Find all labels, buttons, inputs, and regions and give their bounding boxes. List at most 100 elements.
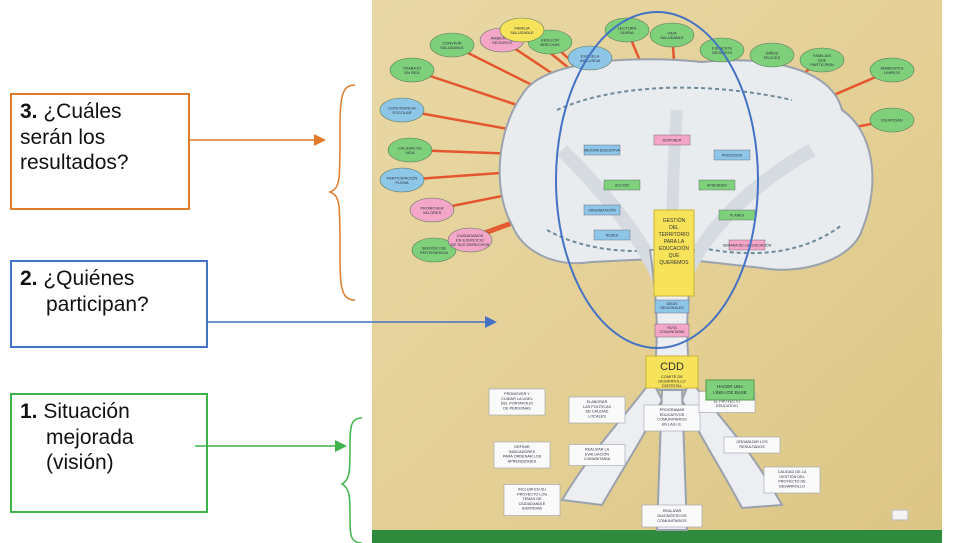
results-arrow-head xyxy=(314,134,326,146)
results-line-2: serán los xyxy=(20,125,106,149)
canopy-note xyxy=(649,22,695,48)
canopy-note xyxy=(409,197,455,223)
results-brace xyxy=(327,84,356,301)
branch-notes-group: MEJORA EDUCATIVA DISPONER PROCESOS ACCIÓN AP… xyxy=(583,134,772,338)
canopy-note xyxy=(604,17,650,43)
vision-brace xyxy=(340,417,363,543)
canopy-scallop-top xyxy=(556,86,793,111)
participants-ellipse xyxy=(555,11,759,349)
branch-note xyxy=(653,134,691,146)
root-note xyxy=(568,396,626,424)
branch-note xyxy=(593,229,631,241)
branch-note xyxy=(713,149,751,161)
results-number: 3. xyxy=(20,100,38,123)
results-line-1: ¿Cuáles xyxy=(43,100,122,123)
branch-note xyxy=(583,204,621,216)
vision-question-box: 1. Situación mejorada (visión) xyxy=(10,393,208,513)
root-note xyxy=(493,441,551,469)
trunk-note xyxy=(654,299,690,314)
canopy-note xyxy=(799,47,845,73)
canopy-note-text: IDENTIDAD xyxy=(881,118,903,123)
linea-base-card xyxy=(705,379,755,401)
canopy-note xyxy=(499,17,545,43)
vision-line-1: Situación xyxy=(43,400,130,423)
vision-arrow-head xyxy=(335,440,347,452)
participants-question-box: 2. ¿Quiénes participan? xyxy=(10,260,208,348)
branch-note-text: MEJORA EDUCATIVA xyxy=(584,149,620,153)
canopy-note xyxy=(567,45,613,71)
canopy-note xyxy=(389,57,435,83)
participants-number: 2. xyxy=(20,267,38,290)
canopy-note xyxy=(379,97,425,123)
vision-line-3: (visión) xyxy=(46,451,114,475)
branch-note xyxy=(698,179,736,191)
branch-note-text: ORGANIZACIÓN xyxy=(588,208,616,213)
branch-note-text: PROCESOS xyxy=(722,154,743,158)
root-note xyxy=(763,466,821,494)
branch-note xyxy=(583,144,621,156)
vision-number: 1. xyxy=(20,400,38,423)
canopy-note xyxy=(387,137,433,163)
floor-strip xyxy=(372,530,942,543)
participants-line-2: participan? xyxy=(46,292,149,316)
root-bottom-note xyxy=(641,504,703,528)
participants-arrow-head xyxy=(485,316,497,328)
branch-note-text: DISPONER xyxy=(663,139,682,143)
tree-canopy xyxy=(498,58,874,271)
branch-note xyxy=(603,179,641,191)
wall-outlet xyxy=(891,509,909,521)
branch-note-text: APRENDER xyxy=(707,184,727,188)
canopy-note xyxy=(429,32,475,58)
cdd-card xyxy=(645,355,699,389)
branch-note-text: PLANES xyxy=(730,214,745,218)
canopy-note xyxy=(749,42,795,68)
participants-line-1: ¿Quiénes xyxy=(43,267,135,290)
cdd-title: CDD xyxy=(660,361,684,373)
vision-line-2: mejorada xyxy=(46,425,134,449)
branch-note-text: REDES xyxy=(606,234,619,238)
root-note xyxy=(643,404,701,432)
root-note xyxy=(723,436,781,454)
root-note xyxy=(488,388,546,416)
branch-note-text: ACCIÓN xyxy=(615,183,629,188)
canopy-note xyxy=(411,237,457,263)
branch-note-text: SEMANA DE LA EDUCACIÓN xyxy=(723,243,772,248)
canopy-note xyxy=(869,107,915,133)
canopy-note xyxy=(869,57,915,83)
central-yellow-card xyxy=(653,209,695,297)
results-line-3: resultados? xyxy=(20,151,129,175)
